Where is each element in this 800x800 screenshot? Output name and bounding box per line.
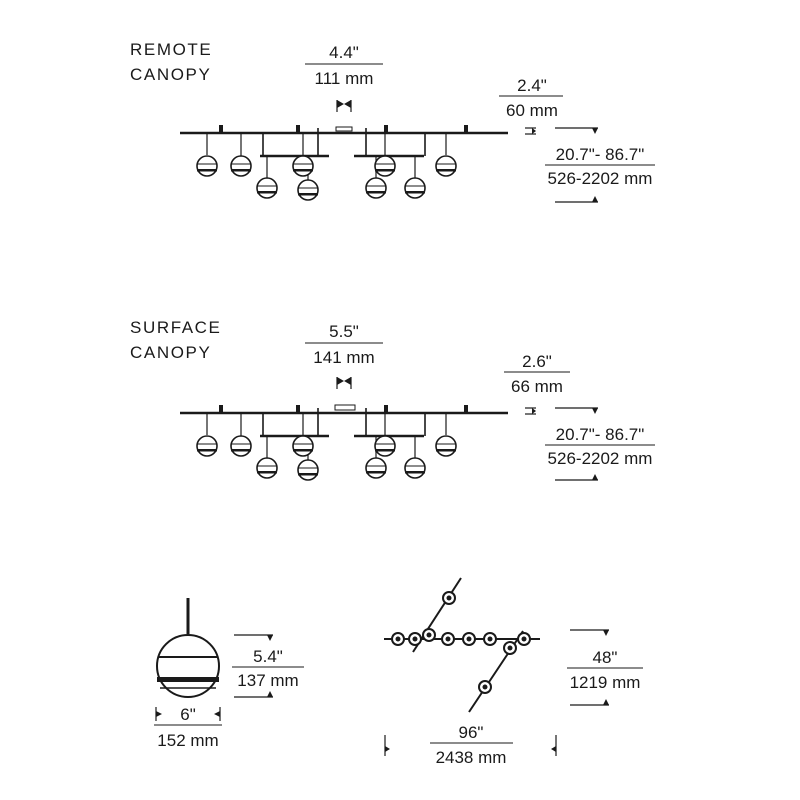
surface-canopy-width-ticks <box>336 377 352 389</box>
surface-canopy-height-in: 2.6" <box>522 352 552 371</box>
surface-drop-ticks <box>555 407 598 481</box>
pendant-globe <box>156 634 220 698</box>
remote-title-line1: REMOTE <box>130 40 212 59</box>
surface-canopy-height-ticks <box>525 407 536 415</box>
remote-title-line2: CANOPY <box>130 65 211 84</box>
plan-pendant-dot-center <box>466 636 472 642</box>
remote-canopy-section: REMOTE CANOPY 4.4" 111 mm 2.4" 60 mm 20.… <box>130 40 655 203</box>
remote-drop-mm: 526-2202 mm <box>548 169 653 188</box>
surface-drop-mm: 526-2202 mm <box>548 449 653 468</box>
plan-pendant-dot-center <box>412 636 418 642</box>
remote-fixture-elevation <box>178 123 510 202</box>
surface-canopy-height-mm: 66 mm <box>511 377 563 396</box>
plan-depth-mm: 1219 mm <box>570 673 641 692</box>
pendant-diameter-mm: 152 mm <box>157 731 218 750</box>
surface-title-line1: SURFACE <box>130 318 222 337</box>
remote-canopy-width-mm: 111 mm <box>315 69 374 88</box>
plan-pendant-dot-center <box>426 632 432 638</box>
remote-canopy-height-ticks <box>525 127 536 135</box>
surface-fixture-elevation <box>178 403 510 482</box>
surface-canopy-mark <box>334 404 356 411</box>
pendant-diameter-in: 6" <box>180 705 196 724</box>
pendant-detail: 5.4" 137 mm 6" 152 mm <box>154 598 304 750</box>
plan-width-in: 96" <box>459 723 484 742</box>
plan-width-ticks <box>384 735 557 756</box>
plan-depth-in: 48" <box>593 648 618 667</box>
plan-pendant-dot-center <box>482 684 488 690</box>
pendant-height-ticks <box>234 634 273 698</box>
plan-view: 48" 1219 mm 96" 2438 mm <box>384 577 643 767</box>
remote-drop-in: 20.7"- 86.7" <box>556 145 645 164</box>
surface-canopy-section: SURFACE CANOPY 5.5" 141 mm 2.6" 66 mm 20… <box>130 318 655 482</box>
plan-pendant-dots <box>391 591 531 694</box>
remote-canopy-width-in: 4.4" <box>329 43 359 62</box>
pendant-height-mm: 137 mm <box>237 671 298 690</box>
surface-drop-in: 20.7"- 86.7" <box>556 425 645 444</box>
remote-canopy-height-in: 2.4" <box>517 76 547 95</box>
plan-pendant-dot-center <box>507 645 513 651</box>
plan-width-mm: 2438 mm <box>436 748 507 767</box>
plan-pendant-dot-center <box>446 595 452 601</box>
plan-pendant-dot-center <box>445 636 451 642</box>
surface-canopy-width-mm: 141 mm <box>313 348 374 367</box>
pendant-diameter-ticks <box>155 707 221 721</box>
pendant-height-in: 5.4" <box>253 647 283 666</box>
plan-depth-ticks <box>570 629 609 706</box>
plan-pendant-dot-center <box>521 636 527 642</box>
surface-title-line2: CANOPY <box>130 343 211 362</box>
remote-canopy-mark <box>335 126 353 132</box>
plan-pendant-dot-center <box>395 636 401 642</box>
remote-canopy-height-mm: 60 mm <box>506 101 558 120</box>
remote-drop-ticks <box>555 127 598 203</box>
surface-canopy-width-in: 5.5" <box>329 322 359 341</box>
plan-pendant-dot-center <box>487 636 493 642</box>
remote-canopy-width-ticks <box>336 100 352 112</box>
